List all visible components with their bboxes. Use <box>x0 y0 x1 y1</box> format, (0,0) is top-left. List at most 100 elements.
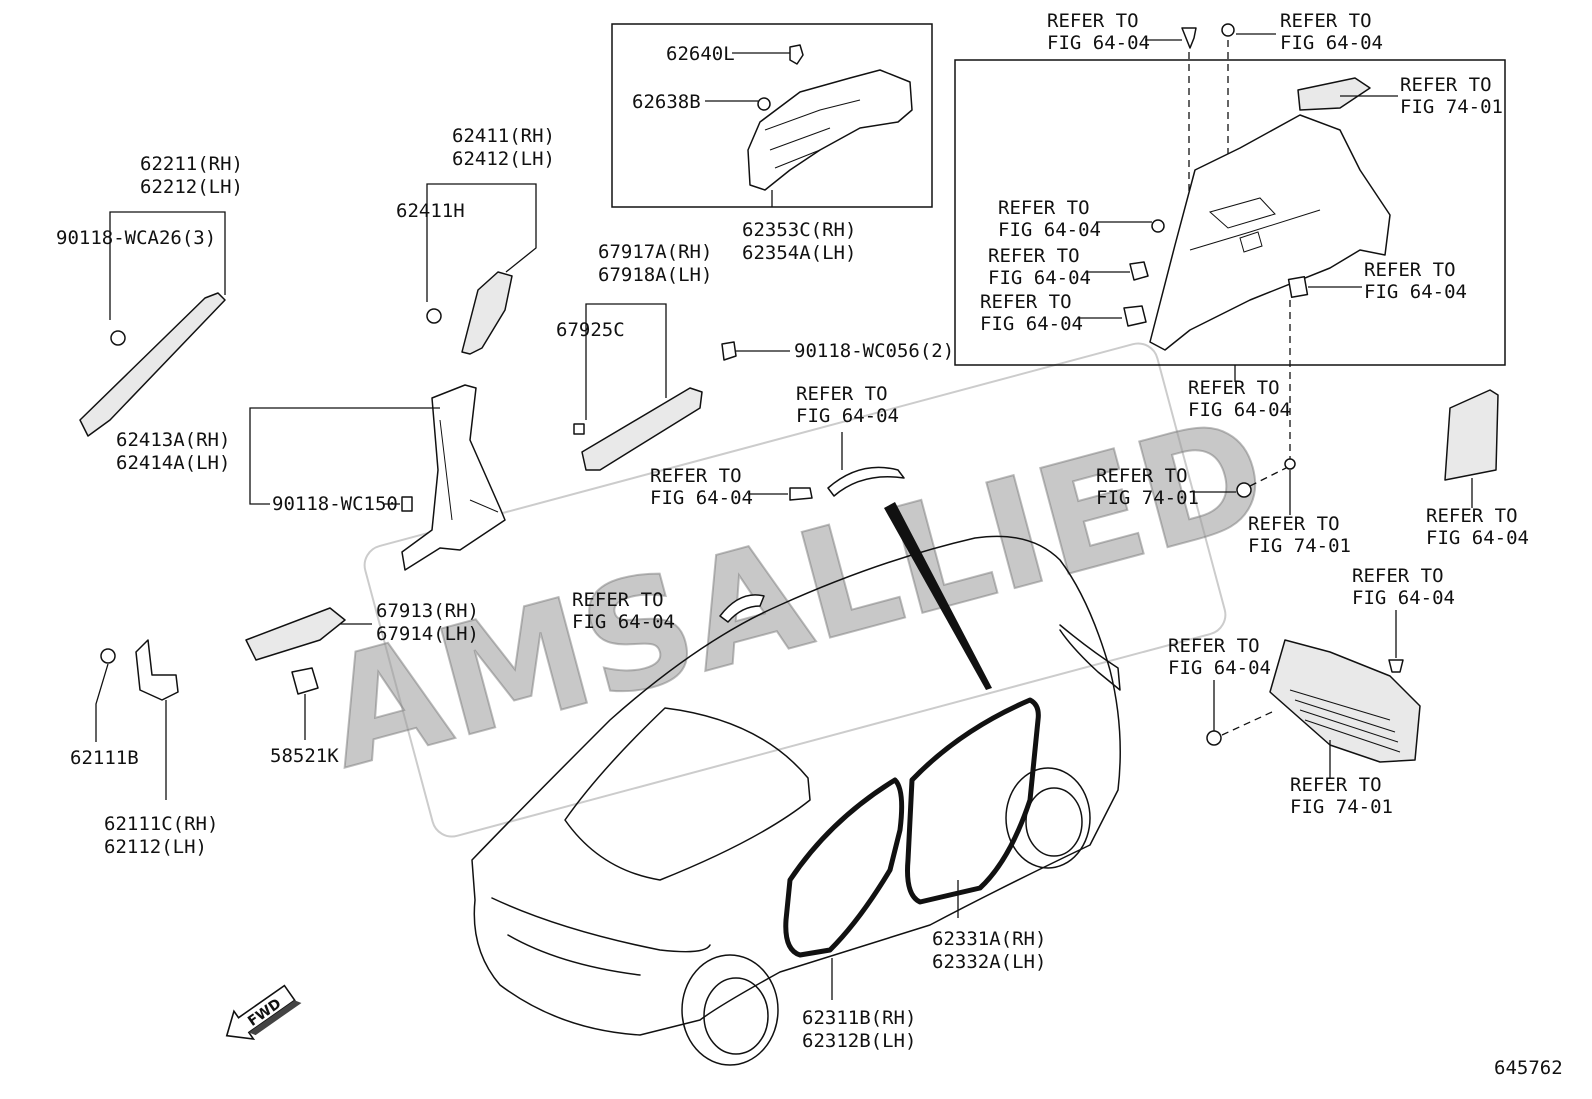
ref-dash-1: REFER TO <box>1248 513 1340 535</box>
ref-top-right-1: REFER TO <box>1280 10 1372 32</box>
label-62111c: 62111C(RH) <box>104 813 218 835</box>
ref-mid-1: REFER TO <box>1096 465 1188 487</box>
clip-top-a <box>1181 27 1197 49</box>
clip-dash-end <box>1284 458 1296 470</box>
label-62354a: 62354A(LH) <box>742 242 856 264</box>
assist-grip-small <box>719 594 765 623</box>
fwd-arrow: FWD <box>225 984 302 1041</box>
label-62331a: 62331A(RH) <box>932 928 1046 950</box>
clip-quarter-c <box>1123 305 1147 327</box>
label-90118-wc056: 90118-WC056(2) <box>794 340 954 362</box>
garnish-62353c <box>747 69 913 191</box>
label-62111b: 62111B <box>70 747 139 769</box>
label-67918a: 67918A(LH) <box>598 264 712 286</box>
clip-90118-wca26 <box>110 330 126 346</box>
label-62411h: 62411H <box>396 200 465 222</box>
detail-box-quarter-trim <box>954 59 1506 366</box>
clip-scuff-top <box>1388 659 1404 673</box>
clip-scuff-left <box>1206 730 1222 746</box>
pointer-wedge <box>884 502 992 690</box>
clip-quarter-a <box>1151 219 1165 233</box>
ref-grip-2: FIG 64-04 <box>796 405 899 427</box>
panel-right-small <box>1444 389 1499 481</box>
door-weatherstrip-front <box>783 777 905 958</box>
ref-grip-small-1: REFER TO <box>572 589 664 611</box>
label-58521k: 58521K <box>270 745 339 767</box>
cowl-side-trim-62111 <box>135 639 179 701</box>
label-62353c: 62353C(RH) <box>742 219 856 241</box>
ref-grip-bolt-1: REFER TO <box>650 465 742 487</box>
figure-id: 645762 <box>1494 1057 1563 1079</box>
label-62112: 62112(LH) <box>104 836 207 858</box>
clip-67925c <box>573 423 585 435</box>
ref-top-left-2: FIG 64-04 <box>1047 32 1150 54</box>
label-62311b: 62311B(RH) <box>802 1007 916 1029</box>
label-62413a: 62413A(RH) <box>116 429 230 451</box>
label-67917a: 67917A(RH) <box>598 241 712 263</box>
ref-scuff-left-1: REFER TO <box>1168 635 1260 657</box>
ref-cap-1: REFER TO <box>1400 74 1492 96</box>
ref-scuff-top-1: REFER TO <box>1352 565 1444 587</box>
part-58521k <box>291 667 319 695</box>
center-pillar-lower-62413a <box>401 384 506 571</box>
clip-90118-wc150 <box>401 496 413 512</box>
clip-90118-wc056 <box>721 341 737 361</box>
ref-clip-b-1: REFER TO <box>988 245 1080 267</box>
scuff-plate-back <box>1269 639 1421 763</box>
clip-62111b <box>100 648 116 664</box>
a-pillar-garnish-62211 <box>79 292 226 437</box>
label-62414a: 62414A(LH) <box>116 452 230 474</box>
label-62638b: 62638B <box>632 91 701 113</box>
ref-dash-2: FIG 74-01 <box>1248 535 1351 557</box>
ref-clip-c-1: REFER TO <box>980 291 1072 313</box>
ref-scuff-bottom-1: REFER TO <box>1290 774 1382 796</box>
label-67925c: 67925C <box>556 319 625 341</box>
ref-grip-1: REFER TO <box>796 383 888 405</box>
clip-top-b <box>1221 23 1235 37</box>
ref-scuff-top-2: FIG 64-04 <box>1352 587 1455 609</box>
quarter-trim-panel <box>1149 114 1391 351</box>
clip-quarter-b <box>1129 261 1149 281</box>
label-62212: 62212(LH) <box>140 176 243 198</box>
label-62640l: 62640L <box>666 43 735 65</box>
label-62412lh: 62412(LH) <box>452 148 555 170</box>
clip-62640l <box>789 44 804 65</box>
cap-74-01 <box>1297 77 1371 111</box>
ref-cover-1: REFER TO <box>1364 259 1456 281</box>
label-62411rh: 62411(RH) <box>452 125 555 147</box>
clip-mid <box>1236 482 1252 498</box>
label-62211: 62211(RH) <box>140 153 243 175</box>
quarter-trim-pocket <box>1208 197 1276 229</box>
assist-grip <box>827 466 905 497</box>
step-plate-67913 <box>245 607 346 661</box>
ref-clip-a-2: FIG 64-04 <box>998 219 1101 241</box>
vehicle-outline <box>471 502 1121 1066</box>
ref-clip-b-2: FIG 64-04 <box>988 267 1091 289</box>
bolt-grip <box>789 487 813 501</box>
ref-box-bottom-2: FIG 64-04 <box>1188 399 1291 421</box>
ref-scuff-left-2: FIG 64-04 <box>1168 657 1271 679</box>
ref-clip-a-1: REFER TO <box>998 197 1090 219</box>
door-weatherstrip-rear <box>905 697 1041 905</box>
clip-62638b <box>757 97 771 111</box>
label-67913: 67913(RH) <box>376 600 479 622</box>
label-67914: 67914(LH) <box>376 623 479 645</box>
ref-top-left-1: REFER TO <box>1047 10 1139 32</box>
ref-cover-2: FIG 64-04 <box>1364 281 1467 303</box>
ref-scuff-bottom-2: FIG 74-01 <box>1290 796 1393 818</box>
ref-box-bottom-1: REFER TO <box>1188 377 1280 399</box>
ref-grip-bolt-2: FIG 64-04 <box>650 487 753 509</box>
ref-clip-c-2: FIG 64-04 <box>980 313 1083 335</box>
label-90118-wca26: 90118-WCA26(3) <box>56 227 216 249</box>
ref-grip-small-2: FIG 64-04 <box>572 611 675 633</box>
ref-top-right-2: FIG 64-04 <box>1280 32 1383 54</box>
front-wheel <box>681 954 779 1066</box>
cover-small <box>1287 275 1309 299</box>
ref-cap-2: FIG 74-01 <box>1400 96 1503 118</box>
center-pillar-upper-62411 <box>461 271 513 355</box>
ref-panel-right-2: FIG 64-04 <box>1426 527 1529 549</box>
ref-panel-right-1: REFER TO <box>1426 505 1518 527</box>
label-62312b: 62312B(LH) <box>802 1030 916 1052</box>
ref-mid-2: FIG 74-01 <box>1096 487 1199 509</box>
